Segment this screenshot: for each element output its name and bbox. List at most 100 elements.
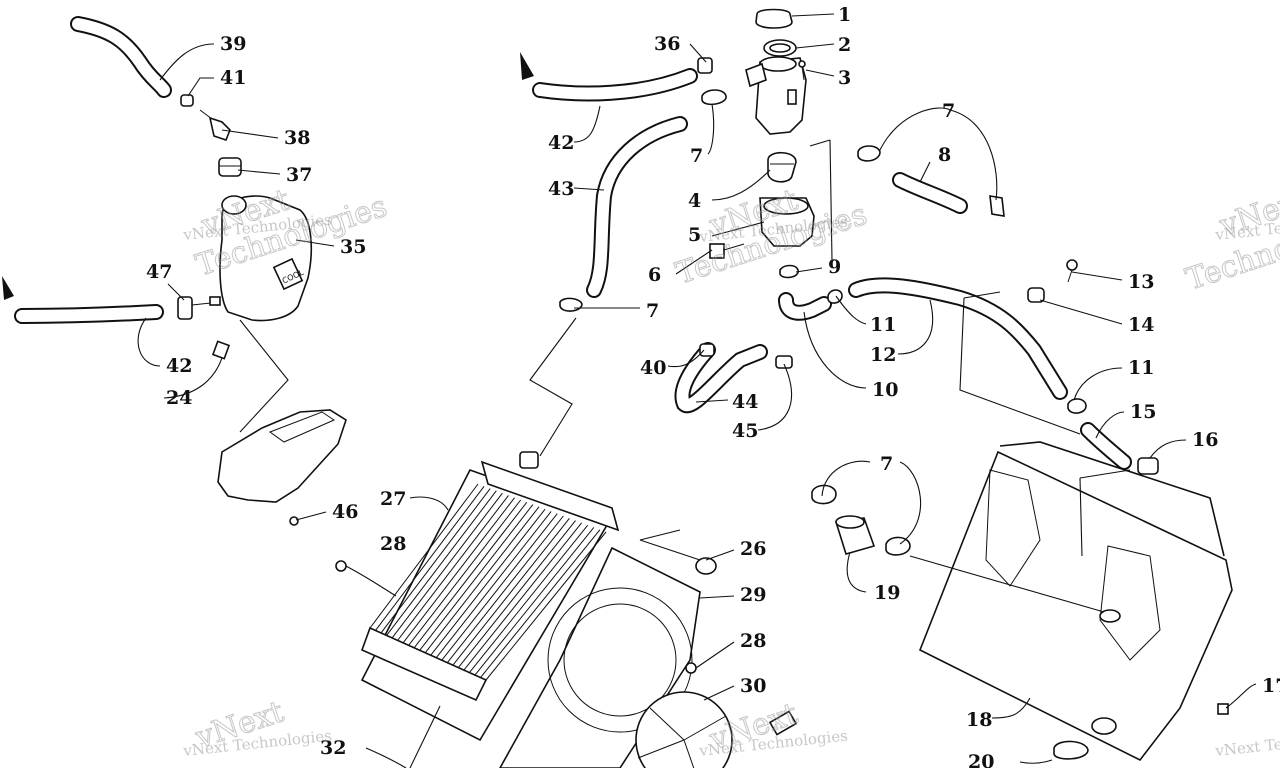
direction-arrow-icon <box>520 52 534 80</box>
radiator-fin <box>375 485 485 631</box>
callout-40: 40 <box>640 357 666 379</box>
callout-7: 7 <box>690 145 703 167</box>
callout-30: 30 <box>740 675 766 697</box>
hose-19 <box>834 515 876 555</box>
callout-4: 4 <box>688 190 701 212</box>
assembly-line <box>529 317 577 457</box>
clamp-40 <box>699 343 715 357</box>
radiator-fin <box>391 492 503 639</box>
leader-line <box>1095 411 1125 439</box>
thermostat-housing-5 <box>759 197 815 247</box>
callout-28: 28 <box>380 533 406 555</box>
leader-line <box>803 311 867 389</box>
callout-26: 26 <box>740 538 766 560</box>
leader-line <box>707 103 715 155</box>
leader-line <box>137 317 161 367</box>
leader-line <box>757 363 793 431</box>
leader-line <box>295 239 335 247</box>
leader-line <box>695 641 735 669</box>
leader-line <box>821 460 922 545</box>
leader-line <box>409 496 449 511</box>
callout-24: 24 <box>166 387 192 409</box>
callout-44: 44 <box>732 391 758 413</box>
callout-20: 20 <box>968 751 994 768</box>
callout-47: 47 <box>146 261 172 283</box>
rivet-28-right <box>685 662 697 674</box>
callout-16: 16 <box>1192 429 1218 451</box>
callout-6: 6 <box>648 264 661 286</box>
leader-lines <box>137 13 1257 768</box>
hose-clamp-36 <box>697 57 713 74</box>
callout-29: 29 <box>740 584 766 606</box>
callout-37: 37 <box>286 164 312 186</box>
radiator-fin <box>452 517 570 666</box>
radiator-fin <box>402 497 515 644</box>
leader-line <box>805 69 835 77</box>
radiator-fin <box>446 515 564 663</box>
leader-line <box>221 129 279 139</box>
fan-30 <box>635 691 798 768</box>
leader-line <box>365 747 407 768</box>
leader-line <box>897 299 934 355</box>
bypass-hose-44 <box>674 342 768 414</box>
callout-10: 10 <box>872 379 898 401</box>
callout-11: 11 <box>870 314 896 336</box>
radiator-fin <box>424 506 540 654</box>
radiator-27 <box>360 451 620 742</box>
leader-line <box>695 399 729 403</box>
hose-15 <box>1080 422 1132 470</box>
leader-line <box>703 685 735 701</box>
leader-line <box>711 169 771 201</box>
overflow-hose-42-center <box>520 52 698 102</box>
callout-28: 28 <box>740 630 766 652</box>
hose-clamp-7-top <box>701 89 727 106</box>
callout-46: 46 <box>332 501 358 523</box>
hose-43 <box>586 116 688 298</box>
leader-line <box>689 43 707 63</box>
hose-clamp-7-mid <box>559 297 583 312</box>
elbow-hose-10 <box>778 292 832 321</box>
tank-cap-37 <box>218 157 242 177</box>
assembly-line <box>809 139 833 261</box>
overflow-tank-35: COOL <box>219 195 313 322</box>
radiator-fin <box>463 522 583 671</box>
assembly-line <box>239 319 289 433</box>
leader-line <box>711 221 765 237</box>
callout-11: 11 <box>1128 357 1154 379</box>
clamp-7-lower-right <box>811 484 911 556</box>
leader-line <box>846 551 867 593</box>
leader-line <box>791 13 835 17</box>
callout-18: 18 <box>966 709 992 731</box>
callout-45: 45 <box>732 420 758 442</box>
leader-line <box>835 295 867 325</box>
grommet-26 <box>695 557 717 575</box>
radiator-fin <box>369 483 479 629</box>
leader-line <box>795 267 823 273</box>
callout-13: 13 <box>1128 271 1154 293</box>
leader-line <box>163 357 223 399</box>
radiator-fin <box>474 527 595 676</box>
clamp-20 <box>1053 740 1089 760</box>
callout-2: 2 <box>838 34 851 56</box>
assembly-line <box>959 291 1081 435</box>
clip-24 <box>211 340 231 360</box>
callout-7: 7 <box>646 300 659 322</box>
leader-line <box>237 169 281 175</box>
callout-27: 27 <box>380 488 406 510</box>
seal-2 <box>763 39 797 57</box>
callout-43: 43 <box>548 178 574 200</box>
clip-14 <box>1027 287 1045 303</box>
callout-38: 38 <box>284 127 310 149</box>
callout-labels: 1 2 3 36 7 8 39 41 38 37 35 47 42 24 42 … <box>146 4 1280 768</box>
rivet-28-left <box>335 560 347 572</box>
leader-line <box>879 107 998 201</box>
overflow-hose-39 <box>70 16 172 98</box>
tank-bracket <box>217 409 347 526</box>
radiator-fin <box>380 488 491 634</box>
callout-41: 41 <box>220 67 246 89</box>
radiator-fin <box>408 499 522 646</box>
callout-8: 8 <box>938 144 951 166</box>
leader-line <box>705 549 735 561</box>
